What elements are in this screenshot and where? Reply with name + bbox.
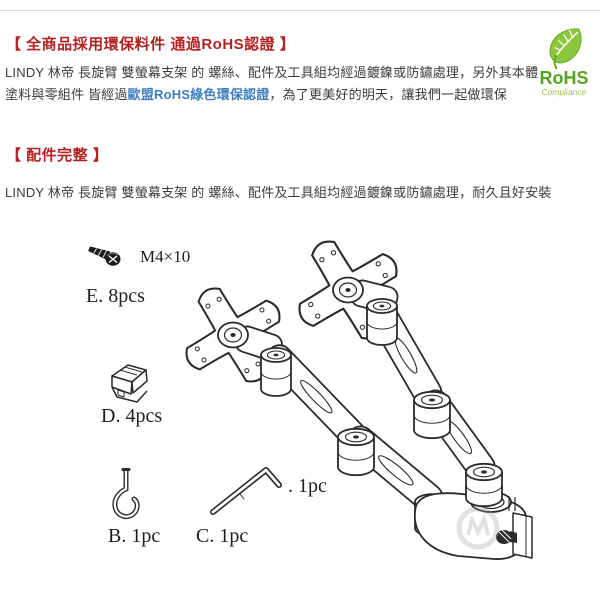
- screw-icon: [88, 246, 121, 266]
- screw-spec-label: M4×10: [140, 247, 191, 266]
- rohs-section-paragraph: LINDY 林帝 長旋臂 雙螢幕支架 的 螺絲、配件及工具組均經過鍍鎳或防鏽處理…: [5, 62, 539, 106]
- part-e-label: E. 8pcs: [86, 285, 145, 307]
- paragraph-line-1: LINDY 林帝 長旋臂 雙螢幕支架 的 螺絲、配件及工具組均經過鍍鎳或防鏽處理…: [5, 65, 539, 80]
- monitor-arm-illustration: [88, 236, 533, 560]
- rohs-certification-emphasis: 歐盟RoHS綠色環保認證: [127, 87, 270, 102]
- line2-prefix: 塗料與零組件 皆經過: [5, 87, 128, 102]
- right-arm: [294, 236, 503, 508]
- rohs-compliance-badge: RoHS Compliance: [532, 22, 596, 100]
- part-c-label: C. 1pc: [196, 525, 249, 547]
- cable-clip-icon: [111, 364, 148, 403]
- paragraph-line-2: 塗料與零組件 皆經過歐盟RoHS綠色環保認證，為了更美好的明天，讓我們一起做環保: [5, 84, 533, 106]
- part-a-label: . 1pc: [288, 475, 327, 497]
- part-d-label: D. 4pcs: [101, 405, 163, 427]
- rohs-badge-subtitle: Compliance: [540, 87, 588, 97]
- rohs-section-heading: 【 全商品採用環保料件 通過RoHS認證 】: [6, 36, 296, 53]
- rohs-badge-title: RoHS: [539, 68, 589, 88]
- line2-suffix: ，為了更美好的明天，讓我們一起做環保: [269, 87, 508, 102]
- parts-section-heading: 【 配件完整 】: [6, 147, 109, 164]
- allen-key-icon: [210, 467, 282, 515]
- part-b-label: B. 1pc: [108, 525, 161, 547]
- parts-section-paragraph: LINDY 林帝 長旋臂 雙螢幕支架 的 螺絲、配件及工具組均經過鍍鎳或防鏽處理…: [5, 185, 552, 200]
- hook-icon: [112, 468, 140, 520]
- leaf-icon: [532, 22, 596, 73]
- parts-diagram: M4×10 E. 8pcs D. 4pcs B. 1pc C. 1pc . 1p…: [80, 228, 540, 573]
- top-divider: [0, 10, 600, 11]
- watermark: [456, 506, 500, 550]
